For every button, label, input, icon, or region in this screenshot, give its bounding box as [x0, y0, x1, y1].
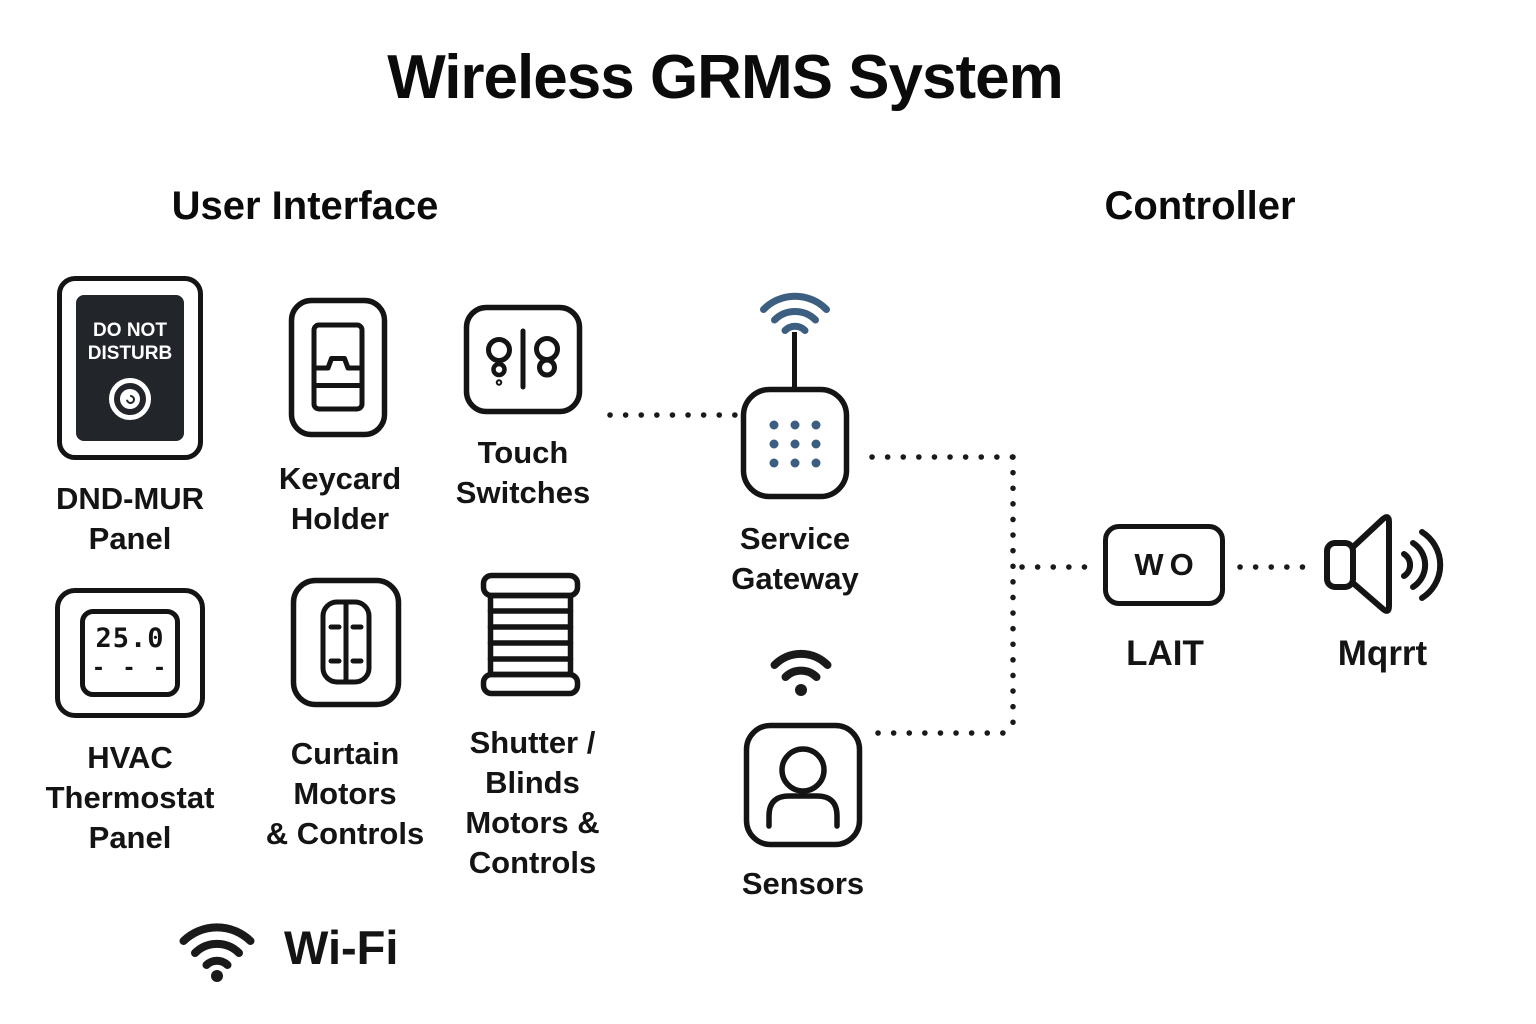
keycard-holder-label: Keycard Holder: [260, 459, 420, 539]
hvac-label-line1: HVAC: [87, 740, 173, 775]
dnd-button-glyph: [123, 392, 137, 406]
wifi-label: Wi-Fi: [284, 921, 399, 974]
mqtt-label: Mqrrt: [1305, 633, 1460, 675]
dnd-button-icon: [109, 378, 151, 420]
gateway-dot-grid: [769, 420, 821, 468]
dnd-panel-frame: DO NOT DISTURB: [57, 276, 203, 460]
touch-switches-label: Touch Switches: [433, 433, 613, 513]
speaker-icon: [1324, 514, 1444, 614]
dnd-sign-text: DO NOT DISTURB: [88, 319, 172, 365]
lait-label: LAIT: [1090, 633, 1240, 675]
dnd-label-line1: DND-MUR: [55, 481, 205, 516]
shutter-label-line1: Shutter /: [469, 725, 596, 760]
keycard-label-line2: Holder: [290, 501, 390, 536]
touch-switches-icon: [463, 304, 583, 415]
hvac-thermostat-icon: 25.0 - - -: [55, 588, 205, 718]
service-gateway-icon: [740, 386, 850, 500]
dnd-label-line2: Panel: [88, 521, 172, 556]
hvac-display: 25.0 - - -: [80, 609, 180, 697]
curtain-label-line3: & Controls: [265, 816, 425, 851]
section-heading-controller: Controller: [1104, 184, 1296, 228]
touch-label-line2: Switches: [455, 475, 591, 510]
shutter-blinds-label: Shutter / Blinds Motors & Controls: [440, 723, 625, 883]
dnd-button-center: [120, 389, 140, 409]
curtain-label-line2: Motors: [293, 776, 397, 811]
service-gateway-label: Service Gateway: [705, 519, 885, 599]
dnd-panel-screen: DO NOT DISTURB: [76, 295, 184, 441]
gateway-antenna: [792, 332, 797, 390]
touch-label-line1: Touch: [477, 435, 569, 470]
mqtt-label-text: Mqrrt: [1337, 634, 1428, 673]
dnd-mur-panel-icon: DO NOT DISTURB: [57, 276, 203, 460]
sensors-label: Sensors: [713, 864, 893, 904]
curtain-motors-icon: [290, 577, 402, 708]
lait-controller-icon: WO: [1103, 524, 1225, 606]
page-title: Wireless GRMS System: [387, 43, 1064, 112]
shutter-label-line2: Blinds: [485, 765, 580, 800]
section-heading-user-interface: User Interface: [171, 184, 439, 228]
keycard-holder-icon: [288, 297, 388, 438]
gateway-wifi-icon: [760, 292, 830, 334]
hvac-label-line2: Thermostat: [45, 780, 215, 815]
hvac-thermostat-label: HVAC Thermostat Panel: [10, 738, 250, 858]
wifi-icon: [179, 923, 255, 982]
shutter-blinds-icon: [480, 572, 581, 697]
hvac-display-dashes: - - -: [91, 656, 169, 681]
gateway-label-line2: Gateway: [731, 561, 859, 596]
dnd-sign-line1: DO NOT: [93, 320, 167, 341]
hvac-frame: 25.0 - - -: [55, 588, 205, 718]
sensors-wifi-icon: [770, 649, 832, 696]
keycard-label-line1: Keycard: [278, 461, 402, 496]
shutter-label-line4: Controls: [468, 845, 597, 880]
dnd-mur-panel-label: DND-MUR Panel: [25, 479, 235, 559]
curtain-label-line1: Curtain: [290, 736, 400, 771]
gateway-label-line1: Service: [739, 521, 851, 556]
shutter-label-line3: Motors &: [465, 805, 600, 840]
hvac-label-line3: Panel: [88, 820, 172, 855]
dnd-sign-line2: DISTURB: [87, 343, 173, 364]
sensors-icon: [743, 722, 863, 848]
curtain-motors-label: Curtain Motors & Controls: [245, 734, 445, 854]
hvac-temperature-readout: 25.0: [95, 623, 165, 654]
lait-box-text: WO: [1134, 547, 1200, 582]
sensors-label-text: Sensors: [741, 866, 865, 901]
lait-label-text: LAIT: [1126, 634, 1204, 673]
